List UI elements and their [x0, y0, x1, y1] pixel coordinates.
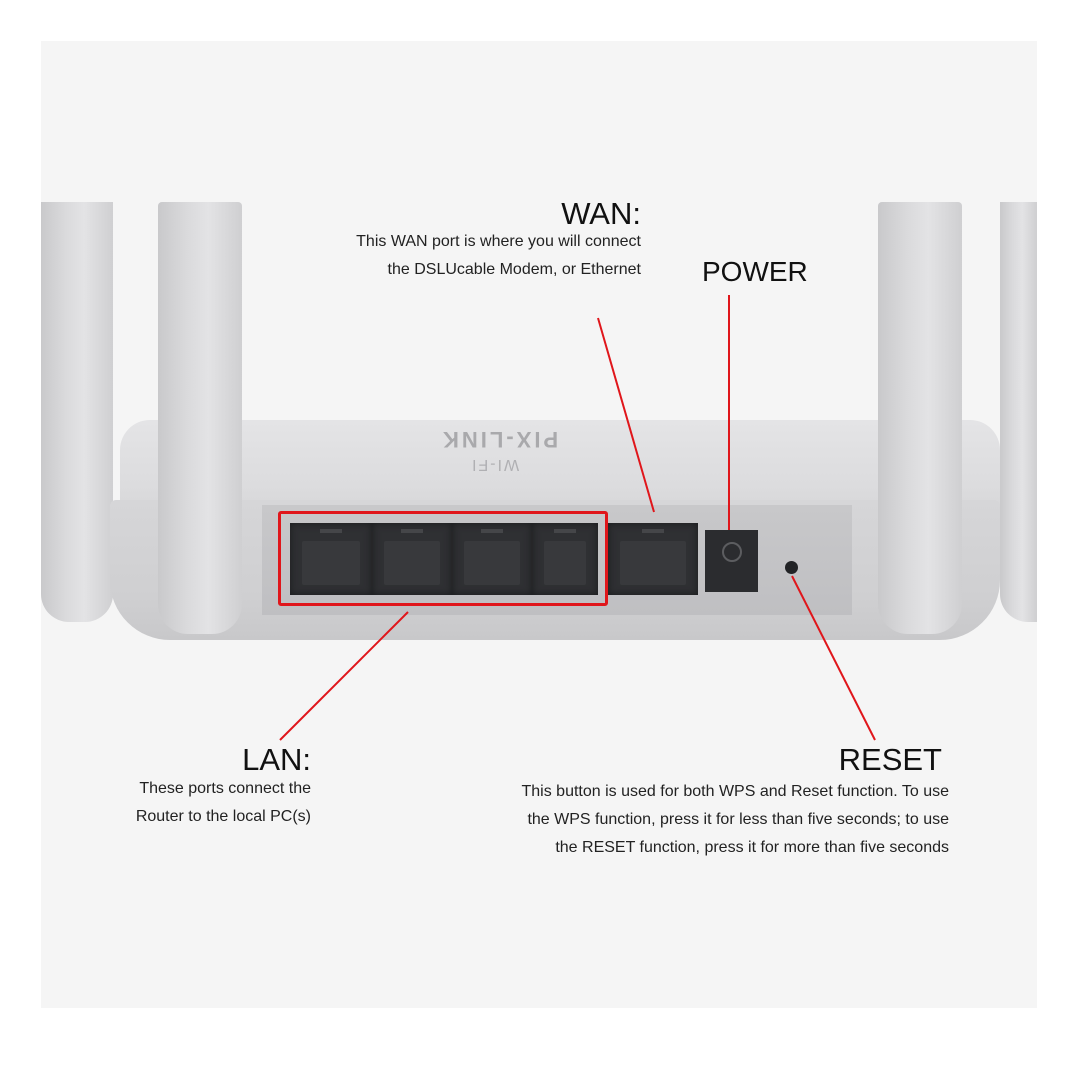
antenna-left-front	[158, 420, 242, 634]
wan-description-line-1: This WAN port is where you will connect	[356, 233, 641, 250]
lan-port-1	[290, 523, 372, 595]
wan-port	[608, 523, 698, 595]
lan-port-4	[532, 523, 598, 595]
reset-button	[785, 561, 798, 574]
reset-description: This button is used for both WPS and Res…	[522, 778, 950, 862]
antenna-far-right	[1000, 202, 1037, 622]
wan-title: WAN:	[561, 196, 641, 231]
reset-description-line-1: This button is used for both WPS and Res…	[521, 783, 950, 800]
antenna-right-front	[878, 420, 962, 634]
power-title: POWER	[702, 256, 808, 287]
lan-title: LAN:	[242, 742, 311, 777]
reset-description-line-3: the RESET function, press it for more th…	[555, 839, 949, 856]
lan-port-2	[372, 523, 452, 595]
lan-description: These ports connect the Router to the lo…	[136, 775, 311, 831]
wan-description: This WAN port is where you will connect …	[356, 228, 641, 284]
wan-description-line-2: the DSLUcable Modem, or Ethernet	[387, 261, 641, 278]
reset-description-line-2: the WPS function, press it for less than…	[527, 811, 949, 828]
lan-port-3	[452, 523, 532, 595]
lan-description-line-2: Router to the local PC(s)	[135, 808, 311, 825]
lan-description-line-1: These ports connect the	[139, 780, 311, 797]
lan-highlight-box	[278, 511, 608, 606]
power-jack	[705, 530, 758, 592]
antenna-far-left	[41, 202, 113, 622]
reset-title: RESET	[838, 742, 942, 777]
